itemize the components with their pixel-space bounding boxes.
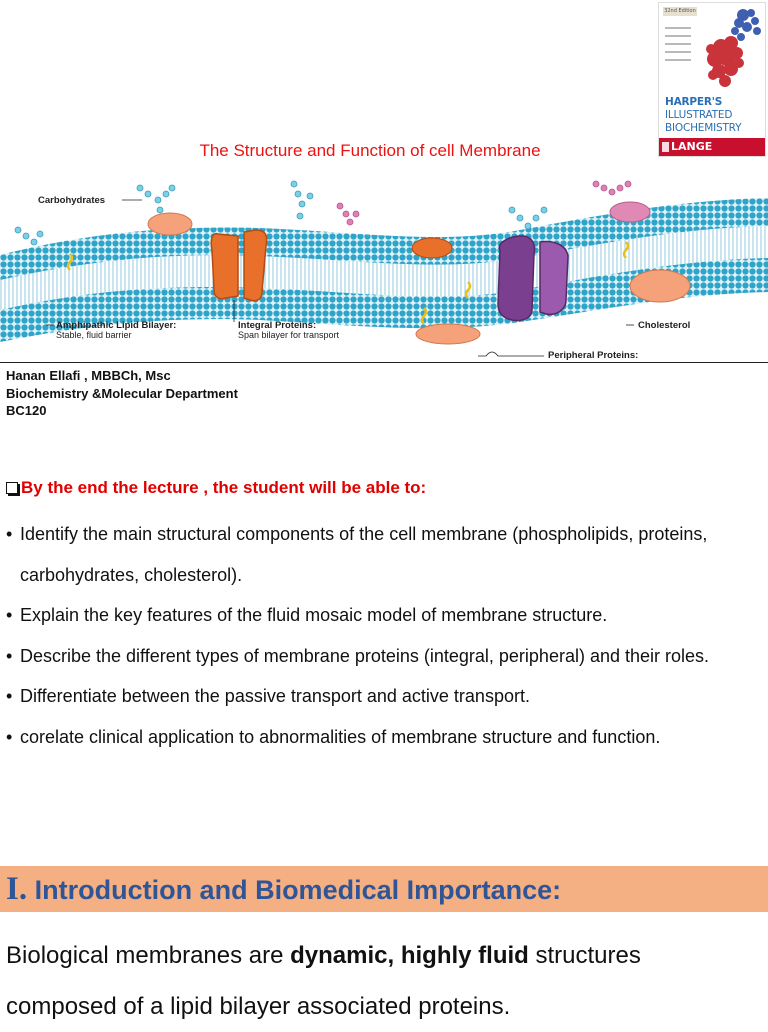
divider-line xyxy=(0,362,768,363)
objective-item: • Identify the main structural components… xyxy=(6,514,756,595)
book-title-line-2: ILLUSTRATED xyxy=(665,109,733,121)
objectives-list: • Identify the main structural components… xyxy=(6,514,756,757)
lower-leaflet xyxy=(0,258,768,342)
book-title-line-3: BIOCHEMISTRY xyxy=(665,122,742,134)
intro-bold-text: dynamic, highly fluid xyxy=(290,942,529,969)
peripheral-protein-bottom-mid xyxy=(415,323,481,345)
book-cover-image: 32nd Edition HARPER'S ILLUSTRATED BIOCHE… xyxy=(658,2,766,157)
objective-item: • corelate clinical application to abnorm… xyxy=(6,717,756,758)
peripheral-protein-bottom-right xyxy=(629,269,691,303)
slide-title: The Structure and Function of cell Membr… xyxy=(199,141,541,160)
objective-text: Differentiate between the passive transp… xyxy=(20,686,530,706)
course-code: BC120 xyxy=(6,403,47,418)
peripheral-protein-top-right xyxy=(609,201,651,223)
objective-text: corelate clinical application to abnorma… xyxy=(20,726,661,747)
bullet-icon: • xyxy=(6,726,13,747)
bullet-icon: • xyxy=(6,686,13,706)
label-integral-proteins-sub: Span bilayer for transport xyxy=(238,330,340,340)
label-lipid-bilayer-sub: Stable, fluid barrier xyxy=(56,330,132,340)
integral-protein xyxy=(210,229,268,302)
intro-paragraph: Biological membranes are dynamic, highly… xyxy=(6,930,756,1032)
channel-protein xyxy=(497,235,569,322)
bullet-icon: • xyxy=(6,524,13,544)
objective-text: Describe the different types of membrane… xyxy=(20,645,710,666)
section-heading: I. Introduction and Biomedical Importanc… xyxy=(6,866,561,913)
author-block: Hanan Ellafi , MBBCh, Msc Biochemistry &… xyxy=(6,367,238,420)
bullet-icon: • xyxy=(6,605,13,625)
publisher-logo: LANGE xyxy=(659,138,765,156)
upper-leaflet xyxy=(0,198,768,288)
peripheral-protein-top-mid xyxy=(411,237,453,259)
label-lipid-bilayer: Amphipathic Lipid Bilayer: xyxy=(56,320,176,331)
section-title: Introduction and Biomedical Importance: xyxy=(27,875,562,905)
objective-item: • Differentiate between the passive trans… xyxy=(6,676,756,717)
checkbox-bullet-icon xyxy=(6,482,18,494)
label-peripheral-proteins: Peripheral Proteins: xyxy=(548,350,638,361)
objective-text: Identify the main structural components … xyxy=(20,524,708,585)
edition-tag: 32nd Edition xyxy=(663,7,697,16)
label-cholesterol: Cholesterol xyxy=(638,320,690,331)
cholesterol-molecules xyxy=(66,241,630,325)
peripheral-protein-top-left xyxy=(147,212,193,236)
section-number: I. xyxy=(6,871,28,907)
glycolipid-chains xyxy=(336,180,632,226)
cell-membrane-diagram: Carbohydrates Amphipathic Lipid Bilayer:… xyxy=(0,180,768,361)
author-department: Biochemistry &Molecular Department xyxy=(6,385,238,401)
intro-text-before: Biological membranes are xyxy=(6,942,291,969)
objective-text: Explain the key features of the fluid mo… xyxy=(20,605,608,625)
section-banner: I. Introduction and Biomedical Importanc… xyxy=(0,866,768,912)
objectives-heading: By the end the lecture , the student wil… xyxy=(6,478,426,498)
bullet-icon: • xyxy=(6,645,13,666)
carbohydrate-chains xyxy=(14,180,548,246)
label-carbohydrates: Carbohydrates xyxy=(38,195,105,206)
author-lines xyxy=(665,21,695,67)
objective-item: • Describe the different types of membran… xyxy=(6,636,756,677)
protein-structure-illustration xyxy=(706,9,761,87)
objective-item: • Explain the key features of the fluid m… xyxy=(6,595,756,636)
author-name: Hanan Ellafi , MBBCh, Msc xyxy=(6,368,171,383)
hydrophobic-core xyxy=(0,226,768,318)
book-title-line-1: HARPER'S xyxy=(665,96,723,108)
objectives-heading-text: By the end the lecture , the student wil… xyxy=(21,478,427,497)
intro-text-after: structures composed of a lipid bilayer a… xyxy=(6,942,641,1020)
label-integral-proteins: Integral Proteins: xyxy=(238,320,316,331)
